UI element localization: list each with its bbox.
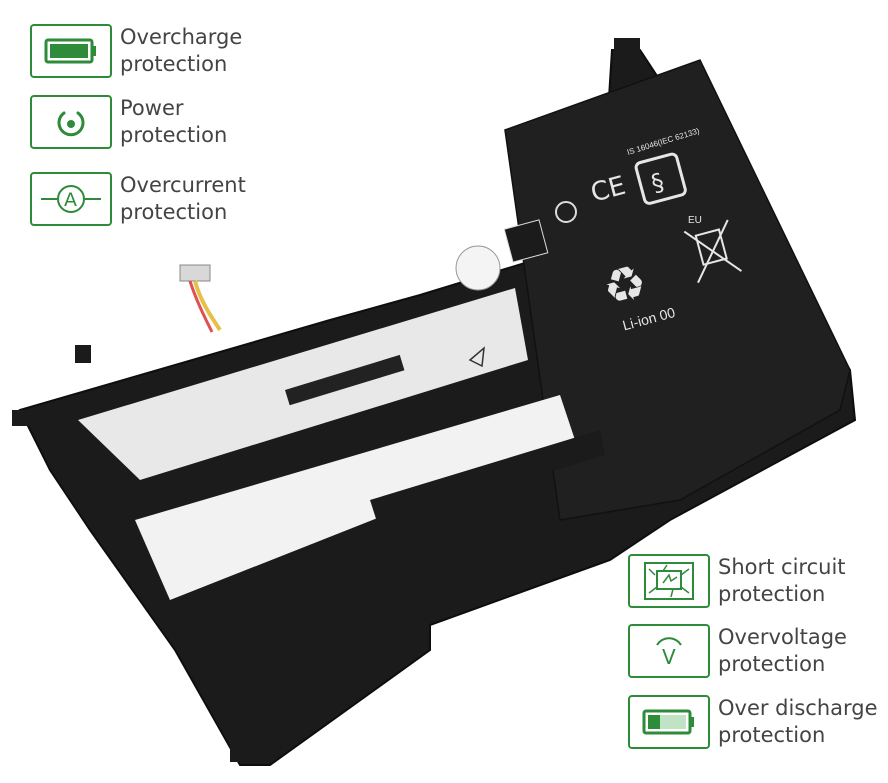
info-label-lower	[135, 395, 575, 600]
info-label	[78, 288, 528, 480]
connector	[179, 264, 211, 282]
feature-overvoltage: V Overvoltage protection	[628, 624, 847, 678]
feature-power: Power protection	[30, 95, 227, 149]
svg-text:A: A	[64, 189, 77, 211]
ampere-icon: A	[41, 185, 101, 213]
tab	[230, 742, 258, 762]
feature-label: Overvoltage protection	[718, 625, 847, 676]
right-panel	[504, 59, 851, 521]
overcharge-badge	[30, 24, 112, 78]
power-circle-icon	[57, 111, 85, 137]
tab	[75, 345, 91, 363]
connector-wires	[188, 280, 214, 333]
tab	[12, 410, 32, 426]
feature-label: Short circuit protection	[718, 555, 846, 606]
battery-full-icon	[44, 38, 96, 64]
warning-triangle-icon	[468, 346, 485, 368]
feature-label: Overcharge protection	[120, 25, 243, 76]
feature-over-discharge: Over discharge protection	[628, 695, 878, 749]
feature-overcharge: Overcharge protection	[30, 24, 242, 78]
voltage-icon: V	[656, 637, 682, 669]
info-label-window	[370, 430, 605, 525]
ul-mark-icon	[555, 201, 577, 223]
feature-label: Overcurrent protection	[120, 173, 246, 224]
short-circuit-badge	[628, 554, 710, 608]
weee-bin-icon	[683, 219, 743, 284]
cert-mark-icon	[503, 219, 549, 263]
battery-low-icon	[642, 709, 694, 735]
feature-label: Power protection	[120, 96, 228, 147]
feature-short-circuit: Short circuit protection	[628, 554, 846, 608]
eu-text: EU	[688, 215, 702, 226]
svg-text:V: V	[662, 645, 676, 669]
feature-overcurrent: A Overcurrent protection	[30, 172, 246, 226]
overcurrent-badge: A	[30, 172, 112, 226]
barcode	[284, 354, 405, 406]
feature-label: Over discharge protection	[718, 696, 878, 747]
circuit-board-icon	[644, 562, 694, 600]
tab	[614, 38, 640, 54]
bis-mark-icon	[634, 152, 687, 205]
over-discharge-badge	[628, 695, 710, 749]
recycle-seal-icon	[455, 245, 501, 291]
power-badge	[30, 95, 112, 149]
connector-wires	[193, 280, 222, 332]
overvoltage-badge: V	[628, 624, 710, 678]
